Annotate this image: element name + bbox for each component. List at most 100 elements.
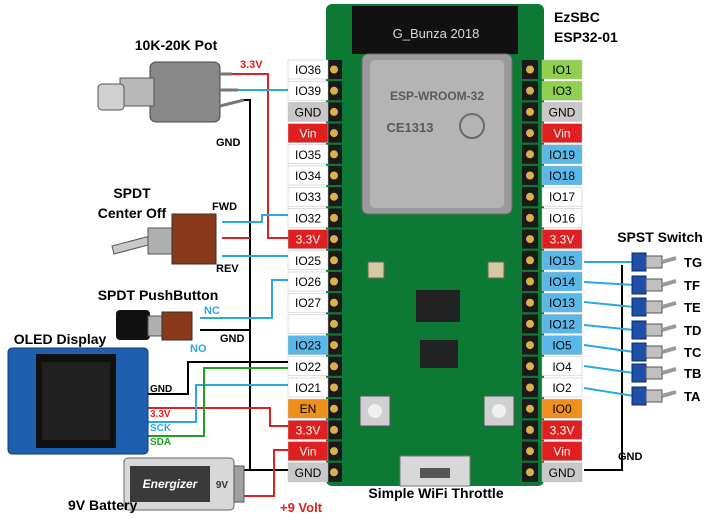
left-header-pad <box>330 235 338 244</box>
wire-spst-te <box>583 301 635 308</box>
left-header-pad <box>330 277 338 286</box>
right-pin-label: IO4 <box>552 360 572 374</box>
spst-gnd-label: GND <box>618 451 643 463</box>
left-header-pad <box>330 468 338 477</box>
battery-terminal <box>233 465 245 503</box>
module-shield <box>370 60 504 208</box>
right-header-pad <box>526 447 534 456</box>
left-pin-box <box>287 292 329 313</box>
pot-body <box>149 61 221 123</box>
right-header-pad <box>526 107 534 116</box>
pushbutton: SPDT PushButton NC NO GND <box>98 287 245 355</box>
wire-oled-3v3 <box>146 407 288 427</box>
wire-spst-tc <box>583 344 635 353</box>
spst-label-tf: TF <box>684 278 700 293</box>
spst-switch-lever <box>661 324 677 332</box>
board-watermark: G_Bunza 2018 <box>393 26 480 41</box>
board-model-label: ESP32-01 <box>554 29 618 45</box>
right-pin-box <box>541 208 583 228</box>
wire-spst-tb <box>583 365 635 374</box>
right-header-pad <box>526 319 534 328</box>
wires <box>146 73 635 497</box>
left-pin-label: 3.3V <box>296 233 321 247</box>
left-header-pad <box>330 404 338 413</box>
right-pin-box <box>541 186 583 207</box>
oled-gnd-label: GND <box>150 384 172 395</box>
right-header-pad <box>526 213 534 222</box>
right-header-pad <box>526 383 534 392</box>
pot-pin-3 <box>219 98 245 108</box>
spst-label-te: TE <box>684 300 701 315</box>
right-pin-label: IO18 <box>549 169 575 183</box>
right-pin-label: IO14 <box>549 275 575 289</box>
right-pin-box <box>541 229 583 249</box>
pushbutton-body <box>161 311 193 341</box>
left-header-pad <box>330 341 338 350</box>
left-header-pad <box>330 192 338 201</box>
left-pin-label: IO27 <box>295 296 321 310</box>
left-header-pad <box>330 319 338 328</box>
oled-sck-label: SCK <box>150 423 172 434</box>
pot-3v3-label: 3.3V <box>240 59 263 71</box>
module-sub-label: CE1313 <box>387 120 434 135</box>
right-header-pad <box>526 65 534 74</box>
right-pin-label: GND <box>549 105 576 119</box>
wire-oled-gnd <box>146 361 288 395</box>
right-header-pad <box>526 171 534 180</box>
wire-spst-tf <box>583 281 635 286</box>
left-pin-label: IO36 <box>295 63 321 77</box>
left-header-pad <box>330 86 338 95</box>
spdt-switch: SPDT Center Off FWD REV <box>98 185 240 275</box>
right-pin-box <box>541 271 583 292</box>
spst-label-tg: TG <box>684 255 702 270</box>
spdt-title-line1: SPDT <box>113 185 151 201</box>
left-pin-label: 3.3V <box>296 423 321 437</box>
wire-oled-sck <box>146 384 288 423</box>
pushbutton-no-label: NO <box>190 343 207 355</box>
left-pin-label: IO32 <box>295 211 321 225</box>
chip-1 <box>416 290 460 322</box>
pot-shaft <box>97 83 125 111</box>
reset-button-cap <box>368 404 382 418</box>
right-pin-box <box>541 59 583 80</box>
right-pin-box <box>541 144 583 165</box>
left-pin-box <box>287 356 329 377</box>
spst-switch-body <box>631 320 647 340</box>
spst-switch-lever <box>661 301 677 309</box>
right-pin-box <box>541 441 583 461</box>
left-pin-box <box>287 186 329 207</box>
left-header-pad <box>330 425 338 434</box>
spdt-toggle-lever <box>111 235 153 255</box>
pushbutton-cap <box>116 310 150 340</box>
left-pin-label: Vin <box>299 127 316 141</box>
left-pin-label: IO21 <box>295 381 321 395</box>
pushbutton-title: SPDT PushButton <box>98 287 219 303</box>
pushbutton-nc-label: NC <box>204 305 220 317</box>
right-pin-box <box>541 398 583 419</box>
right-pin-label: IO3 <box>552 84 572 98</box>
spdt-rev-label: REV <box>216 263 239 275</box>
pot-gnd-label: GND <box>216 137 241 149</box>
wire-spst-gnd <box>584 265 623 471</box>
right-header-pad <box>526 298 534 307</box>
battery-label-band <box>130 466 210 502</box>
oled-title: OLED Display <box>14 331 107 347</box>
spst-label-ta: TA <box>684 389 701 404</box>
left-pin-label: IO34 <box>295 169 321 183</box>
right-pin-box <box>541 250 583 271</box>
left-pin-label: IO35 <box>295 148 321 162</box>
left-header-pad <box>330 383 338 392</box>
left-pin-box <box>287 420 329 440</box>
right-pin-label: IO2 <box>552 381 572 395</box>
left-header-pad <box>330 447 338 456</box>
spst-switch-body <box>631 342 647 362</box>
right-pin-label: Vin <box>553 127 570 141</box>
left-pin-box <box>287 398 329 419</box>
right-header-pad <box>526 192 534 201</box>
right-pin-box <box>541 102 583 122</box>
spst-switch-body <box>631 275 647 295</box>
left-pin-headers <box>326 60 342 482</box>
battery-volt-label: +9 Volt <box>280 500 323 515</box>
left-pin-labels: IO36IO39GNDVinIO35IO34IO33IO323.3VIO25IO… <box>287 59 329 483</box>
left-pin-box <box>287 59 329 80</box>
